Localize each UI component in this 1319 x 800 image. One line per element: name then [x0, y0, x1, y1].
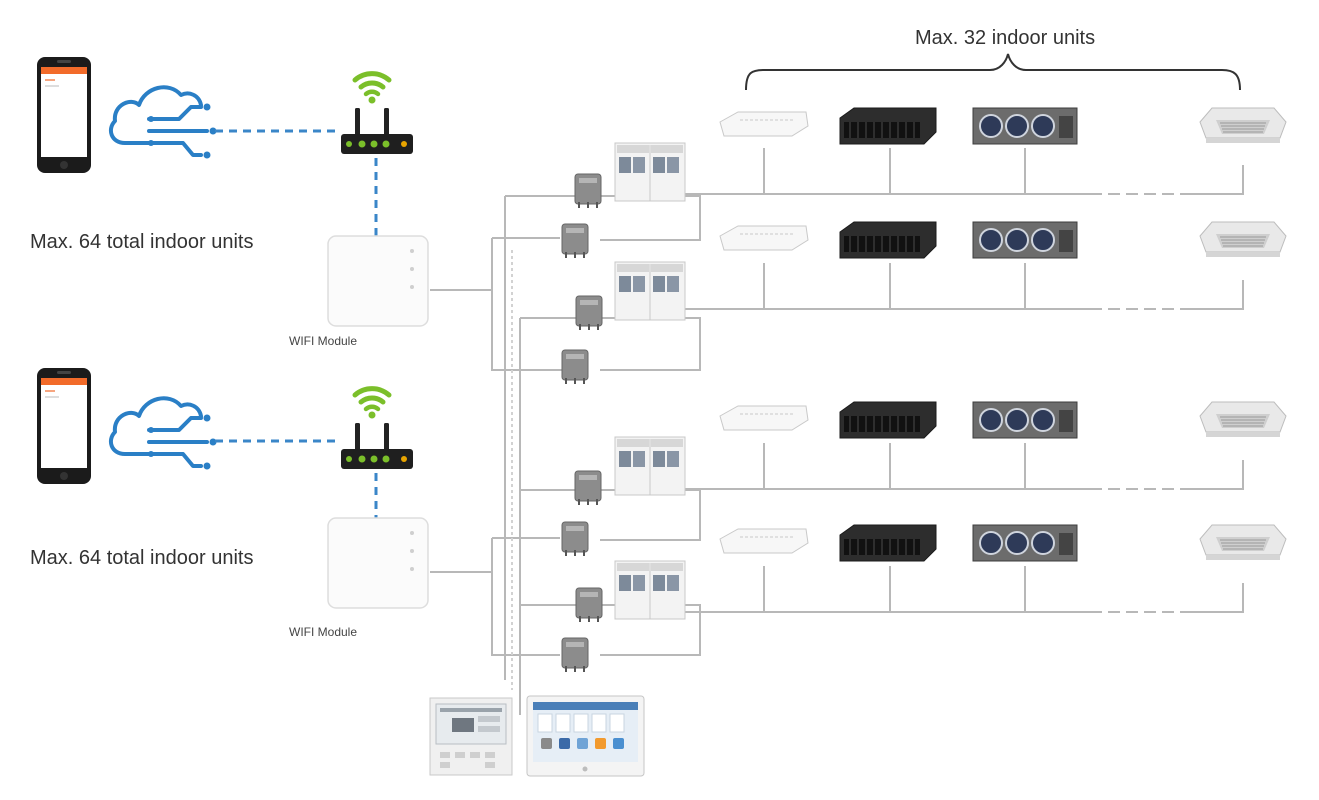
- group-1: [37, 57, 429, 327]
- branch-box: [561, 223, 589, 259]
- smartphone-icon: [37, 368, 91, 484]
- slim-duct-unit: [839, 401, 937, 439]
- cloud-icon: [108, 396, 219, 472]
- cloud-icon: [108, 85, 219, 161]
- group-1-module-label: WIFI Module: [289, 334, 358, 348]
- ceiling-suspended-unit: [719, 405, 809, 431]
- outdoor-unit: [614, 261, 686, 321]
- indoor-units-brace: [745, 53, 1241, 91]
- high-static-duct-unit: [972, 107, 1078, 145]
- group-2: [37, 368, 429, 609]
- touch-central-controller: [526, 695, 645, 777]
- wifi-router-icon: [341, 389, 413, 469]
- wired-controller: [429, 697, 513, 776]
- smartphone-icon: [37, 57, 91, 173]
- slim-duct-unit: [839, 107, 937, 145]
- wifi-router-icon: [341, 74, 413, 154]
- slim-duct-unit: [839, 524, 937, 562]
- ceiling-suspended-unit: [719, 528, 809, 554]
- wifi-module: [327, 235, 429, 327]
- branch-box: [575, 587, 603, 623]
- cassette-unit: [1199, 107, 1287, 144]
- ceiling-suspended-unit: [719, 111, 809, 137]
- branch-box: [561, 349, 589, 385]
- branch-box: [574, 173, 602, 209]
- ceiling-suspended-unit: [719, 225, 809, 251]
- group-1-capacity-label: Max. 64 total indoor units: [30, 231, 254, 253]
- max-indoor-units-caption: Max. 32 indoor units: [915, 27, 1096, 49]
- piping-dashed: [1090, 193, 1190, 613]
- cassette-unit: [1199, 524, 1287, 561]
- high-static-duct-unit: [972, 524, 1078, 562]
- slim-duct-unit: [839, 221, 937, 259]
- outdoor-unit: [614, 142, 686, 202]
- cassette-unit: [1199, 221, 1287, 258]
- group-2-module-label: WIFI Module: [289, 625, 358, 639]
- branch-box: [574, 470, 602, 506]
- group-2-capacity-label: Max. 64 total indoor units: [30, 547, 254, 569]
- wifi-module: [327, 517, 429, 609]
- high-static-duct-unit: [972, 221, 1078, 259]
- branch-box: [561, 521, 589, 557]
- cassette-unit: [1199, 401, 1287, 438]
- high-static-duct-unit: [972, 401, 1078, 439]
- branch-box: [575, 295, 603, 331]
- piping: [430, 148, 1244, 730]
- outdoor-unit: [614, 560, 686, 620]
- branch-box: [561, 637, 589, 673]
- outdoor-unit: [614, 436, 686, 496]
